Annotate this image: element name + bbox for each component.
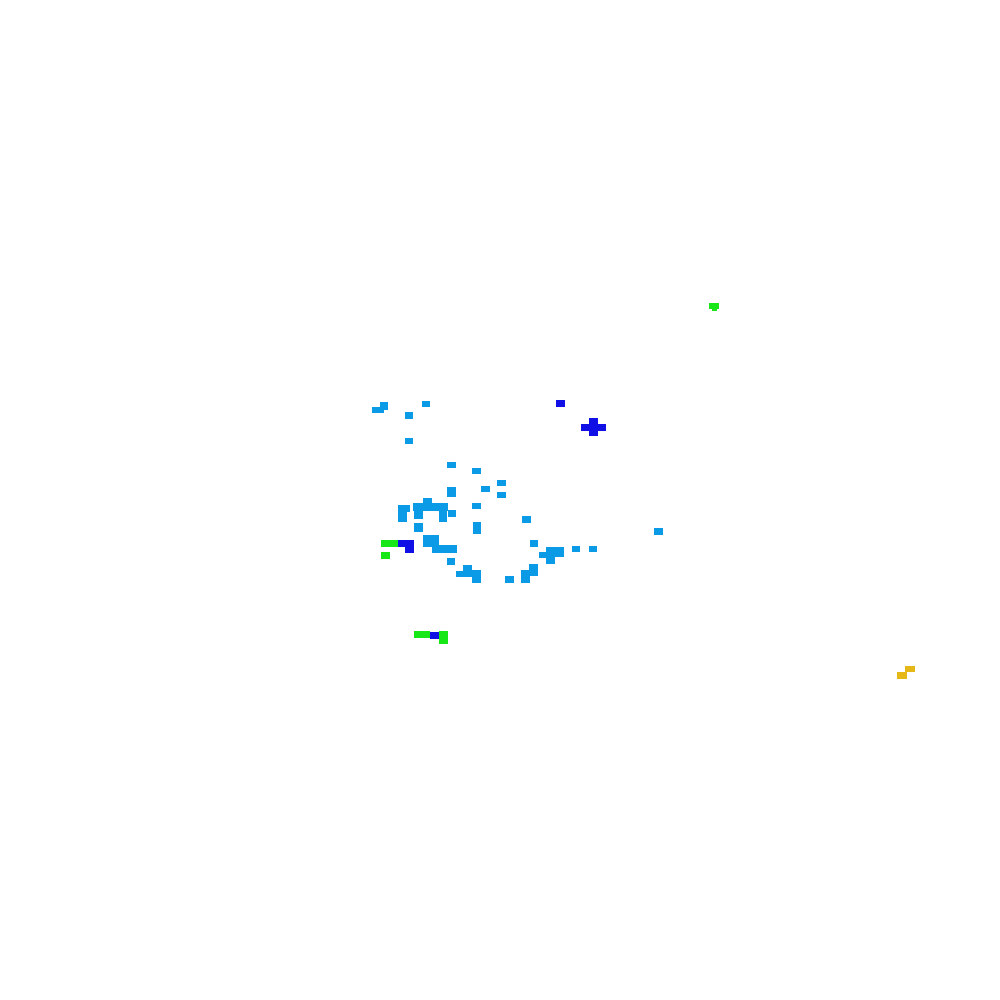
pixel-green: [712, 308, 717, 311]
pixel-sky: [413, 503, 448, 511]
pixel-sky: [572, 546, 580, 552]
pixel-green: [381, 552, 390, 559]
pixel-sky: [529, 564, 538, 576]
pixel-blue: [398, 540, 414, 547]
pixel-sky: [521, 570, 530, 583]
pixel-sky: [414, 523, 423, 532]
pixel-sky: [497, 492, 506, 498]
pixel-sky: [481, 486, 490, 492]
pixel-sky: [589, 546, 597, 552]
pixel-sky: [472, 570, 481, 583]
pixel-green: [709, 303, 719, 309]
pixel-sky: [546, 547, 564, 557]
pixel-sky: [432, 545, 457, 553]
pixel-sky: [398, 511, 407, 522]
pixel-sky: [423, 498, 432, 506]
pixel-sky: [546, 557, 555, 564]
pixel-sky: [448, 510, 456, 517]
pixel-sky: [497, 480, 506, 486]
pixel-sky: [654, 528, 663, 535]
pixel-blue: [405, 546, 414, 553]
pixel-sky: [405, 438, 413, 444]
pixel-sky: [463, 565, 472, 574]
pixel-sky: [472, 468, 481, 474]
pixel-sky: [447, 558, 455, 565]
pixel-blue: [430, 632, 439, 639]
pixel-blue: [556, 400, 565, 407]
pixel-green: [439, 631, 448, 644]
pixel-sky: [456, 571, 474, 577]
pixel-sky: [472, 503, 481, 509]
pixel-green: [414, 631, 430, 638]
pixel-yellow: [905, 666, 915, 672]
pixel-sky: [505, 576, 514, 583]
pixel-green: [381, 540, 398, 547]
pixel-cluster-layer: [372, 303, 915, 679]
pixel-sky: [522, 516, 531, 523]
pixel-sky: [423, 535, 439, 547]
pixel-yellow: [897, 672, 907, 679]
pixel-sky: [473, 522, 481, 534]
pixel-sky: [447, 462, 456, 468]
pixel-sky: [405, 412, 413, 419]
pixel-sky: [539, 552, 547, 558]
pixel-sky: [380, 402, 388, 410]
pixel-sky: [372, 407, 384, 413]
pixel-sky: [447, 487, 456, 497]
pixel-sky: [439, 508, 447, 522]
pixel-sky: [422, 401, 430, 407]
pixel-blue: [581, 424, 606, 431]
pixel-sky: [530, 540, 538, 547]
pixel-sky: [414, 511, 423, 519]
pixel-sky: [398, 505, 410, 512]
